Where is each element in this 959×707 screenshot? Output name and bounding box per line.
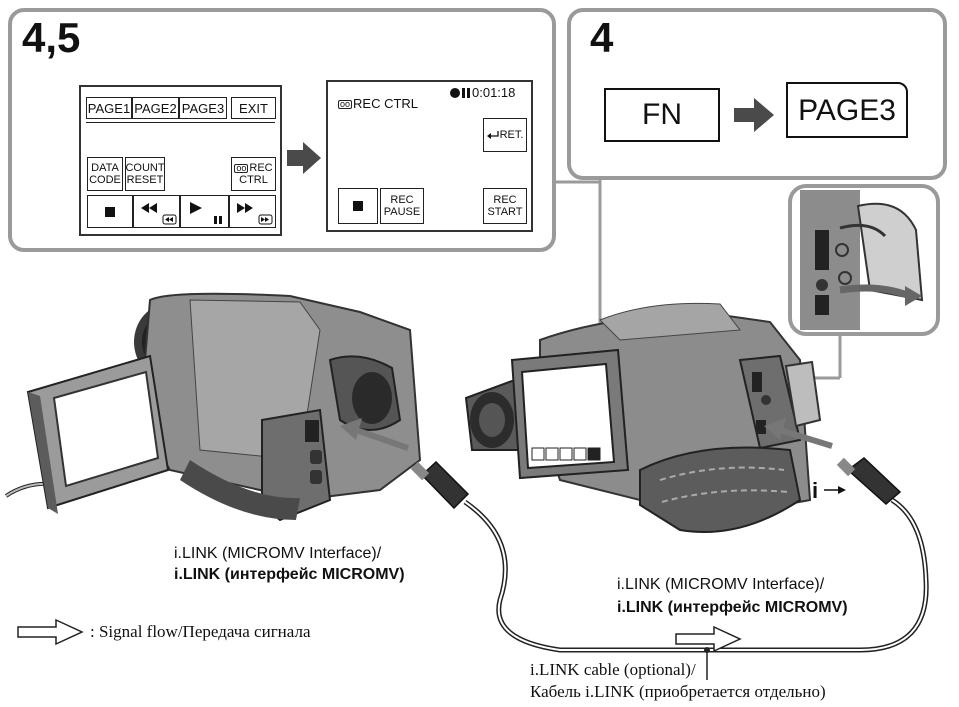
rec-pause-line1: REC: [390, 194, 414, 206]
rec-start-line1: REC: [493, 194, 517, 206]
ilink-cable: [410, 457, 929, 680]
insertion-arrows: [340, 418, 833, 451]
fast-forward-icon: [236, 202, 272, 224]
next-arrow-icon: [287, 142, 321, 174]
return-button[interactable]: RET.: [483, 118, 527, 152]
fn-button[interactable]: FN: [604, 88, 720, 142]
left-camcorder: [4, 292, 422, 522]
rec-pause-indicator-icon: [450, 87, 470, 98]
lcd-menu-screen: PAGE1 PAGE2 PAGE3 EXIT DATA CODE COUNT R…: [79, 85, 282, 236]
rec-pause-button[interactable]: REC PAUSE: [380, 188, 424, 224]
stop-icon: [105, 206, 115, 217]
right-ilink-label-line2: i.LINK (интерфейс MICROMV): [617, 599, 848, 616]
right-ilink-label-line1: i.LINK (MICROMV Interface)/: [617, 576, 825, 593]
rec-ctrl-line2: CTRL: [239, 174, 268, 186]
cable-label-line1: i.LINK cable (optional)/: [530, 660, 696, 679]
counter-value: 0:01:18: [472, 85, 516, 100]
left-ilink-label-line1: i.LINK (MICROMV Interface)/: [174, 545, 382, 562]
cassette-icon: oo: [234, 162, 249, 173]
return-arrow-icon: [486, 131, 499, 139]
stop-icon: [353, 201, 363, 211]
step-number-4: 4: [590, 14, 614, 61]
page3-button[interactable]: PAGE3: [786, 82, 908, 138]
next-arrow-icon: [734, 98, 774, 132]
step-number-4-5: 4,5: [22, 14, 81, 61]
tab-underline: [86, 122, 275, 123]
rec-ctrl-title-text: REC CTRL: [353, 96, 419, 111]
tab-page2[interactable]: PAGE2: [132, 97, 179, 119]
rewind-icon: [140, 202, 176, 224]
jack-closeup-inset: [788, 184, 940, 336]
count-reset-line2: RESET: [126, 174, 164, 186]
play-pause-icon: [189, 201, 222, 224]
ilink-symbol-icon: i: [812, 478, 846, 503]
return-label: RET.: [499, 129, 524, 141]
rec-start-button[interactable]: REC START: [483, 188, 527, 224]
tab-exit[interactable]: EXIT: [231, 97, 276, 119]
left-ilink-label-line2: i.LINK (интерфейс MICROMV): [174, 566, 405, 583]
count-reset-line1: COUNT: [125, 162, 165, 174]
right-camcorder: [464, 302, 822, 533]
tab-page1[interactable]: PAGE1: [86, 97, 132, 119]
rec-start-line2: START: [487, 206, 523, 218]
data-code-line1: DATA: [91, 162, 119, 174]
rec-pause-line2: PAUSE: [383, 206, 421, 218]
signal-flow-legend: : Signal flow/Передача сигнала: [90, 622, 311, 641]
rewind-button[interactable]: [133, 195, 180, 228]
data-code-line2: CODE: [89, 174, 121, 186]
stop-button-rec[interactable]: [338, 188, 378, 224]
svg-text:i: i: [812, 478, 818, 503]
stop-button[interactable]: [87, 195, 133, 228]
time-counter: 0:01:18: [450, 85, 515, 100]
rec-ctrl-text: REC: [249, 162, 273, 174]
play-pause-button[interactable]: [180, 195, 229, 228]
tab-page3[interactable]: PAGE3: [179, 97, 227, 119]
cable-label-line2: Кабель i.LINK (приобретается отдельно): [530, 682, 826, 701]
count-reset-button[interactable]: COUNT RESET: [125, 157, 165, 191]
signal-flow-arrow-icon: [17, 618, 84, 646]
cassette-icon: oo: [338, 99, 353, 110]
fast-forward-button[interactable]: [229, 195, 276, 228]
data-code-button[interactable]: DATA CODE: [87, 157, 123, 191]
cable-signal-arrow-icon: [675, 625, 742, 653]
